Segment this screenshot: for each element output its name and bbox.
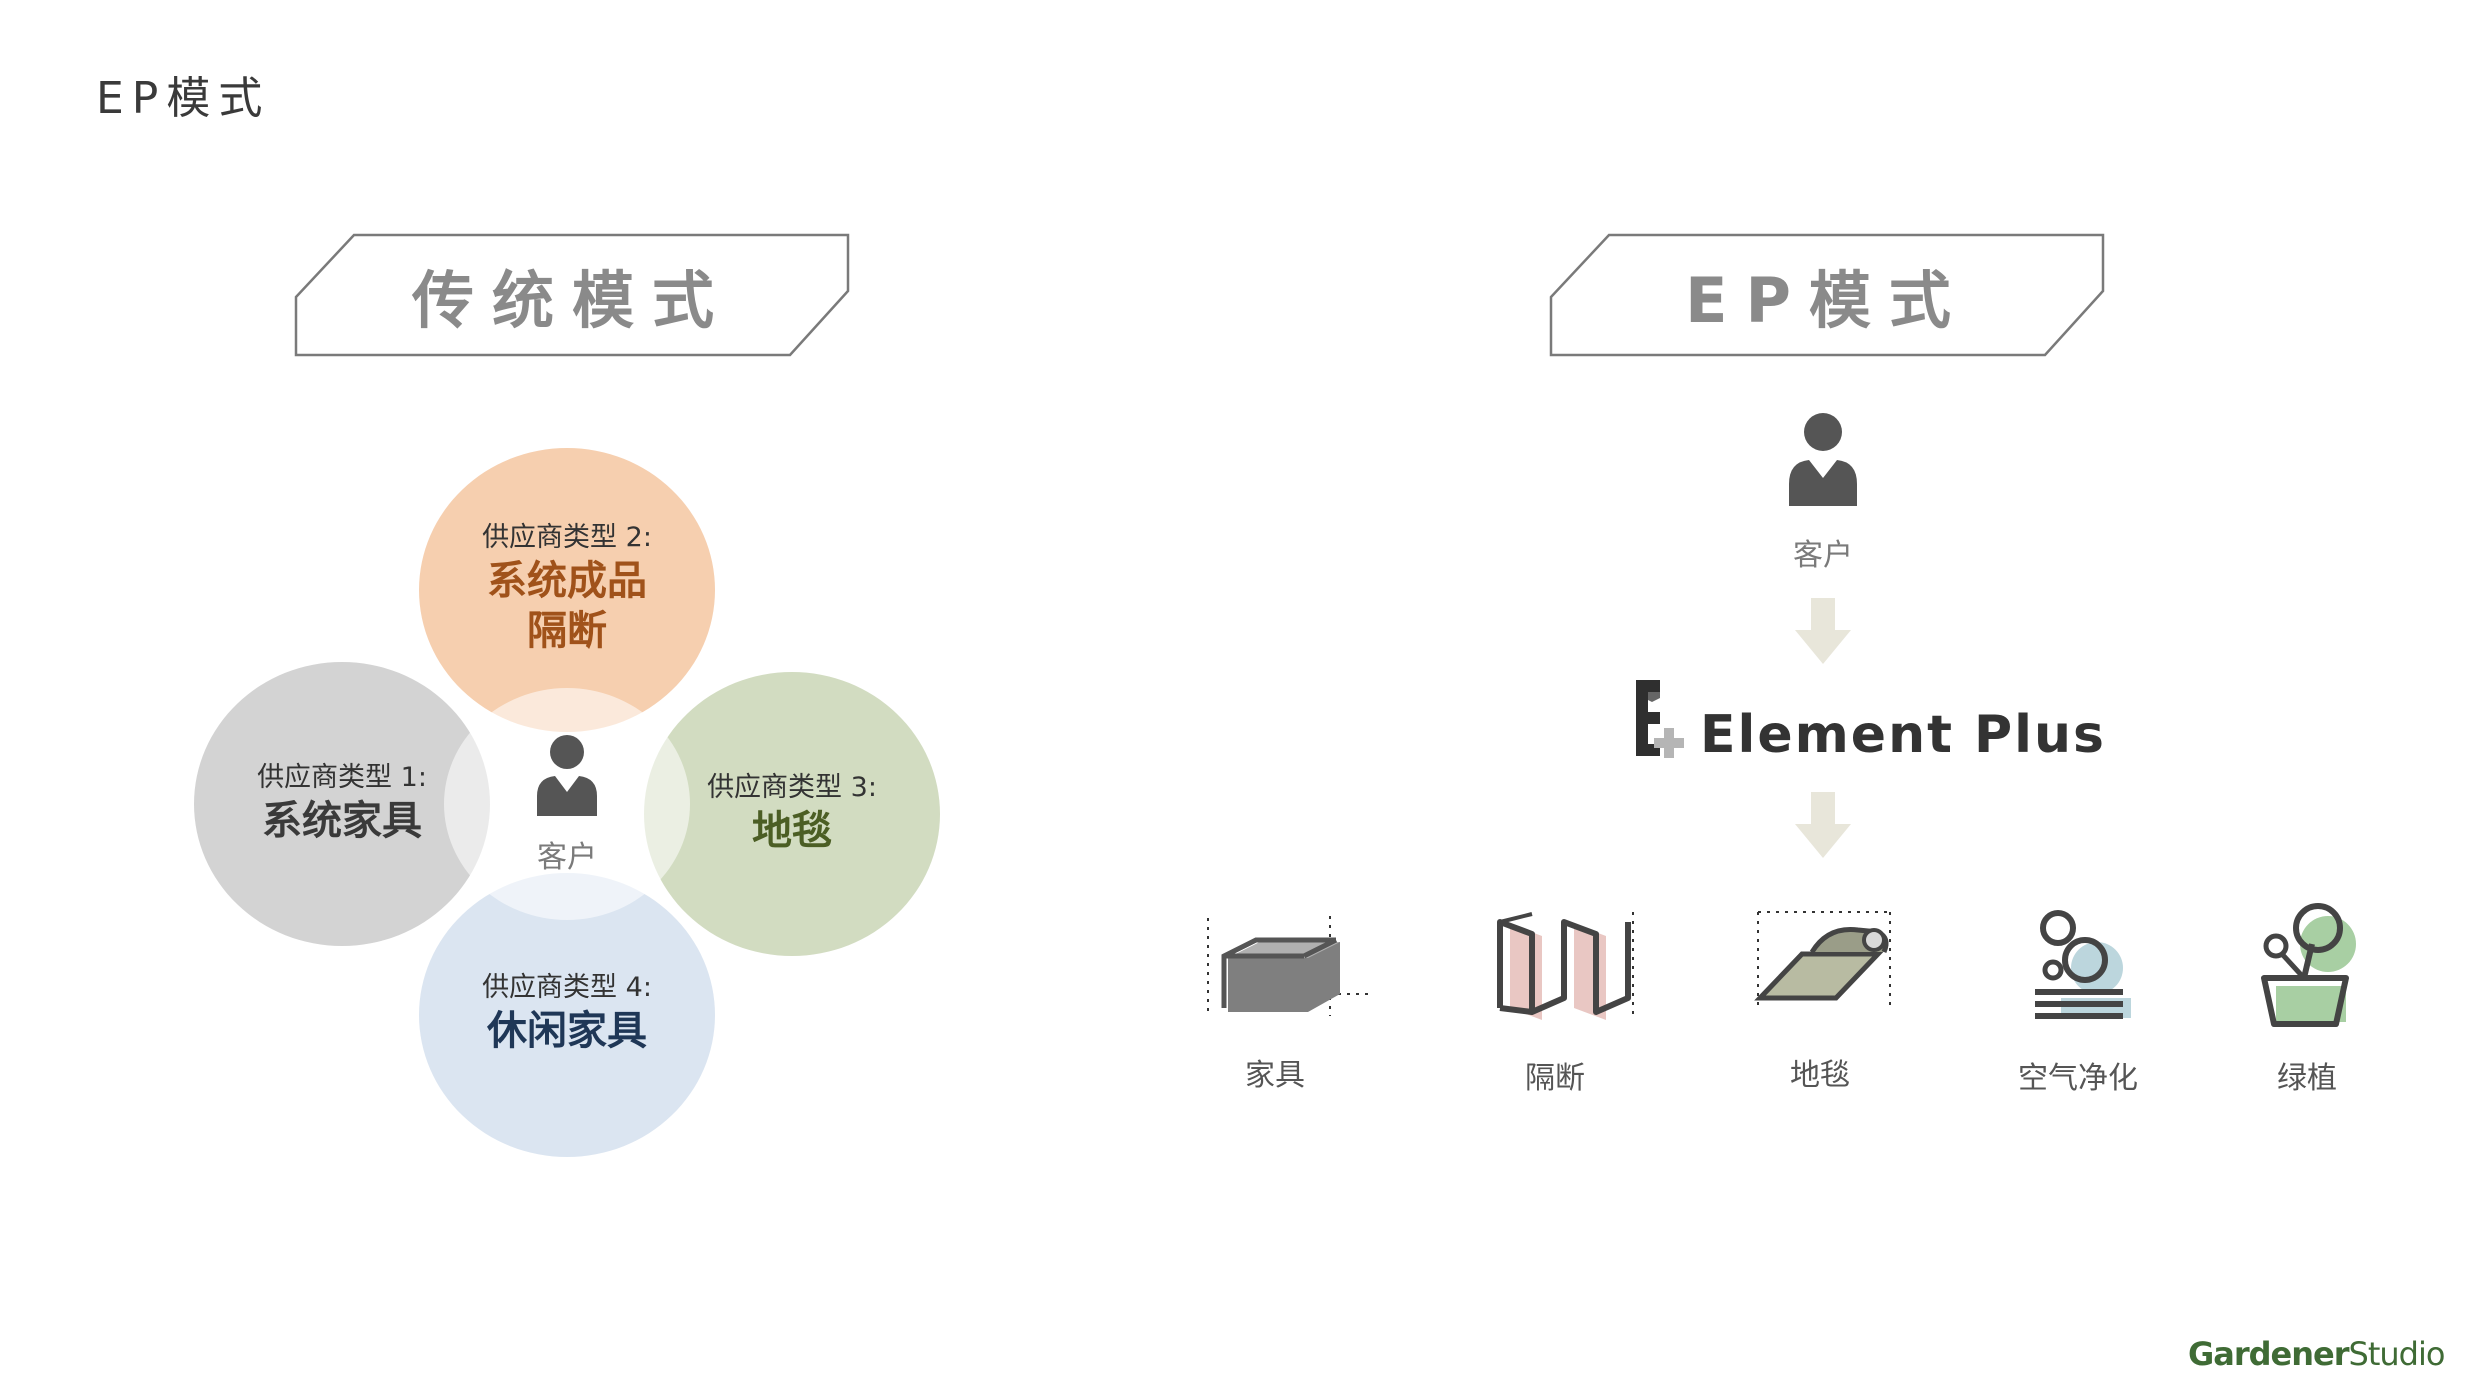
element-plus-brand: Element Plus — [1700, 705, 2106, 765]
footer-brand-logo: GardenerStudio — [2188, 1335, 2446, 1373]
product-label-partition: 隔断 — [1525, 1061, 1585, 1096]
element-plus-logo-icon — [1630, 678, 1690, 766]
supplier-1-type: 供应商类型 1: — [257, 762, 427, 793]
supplier-petal-3 — [644, 672, 940, 956]
supplier-1-text: 供应商类型 1: 系统家具 — [194, 760, 490, 846]
down-arrow-icon — [1795, 598, 1851, 668]
air-purifier-icon — [2025, 906, 2135, 1030]
potted-plant-icon — [2256, 902, 2366, 1036]
supplier-4-name: 休闲家具 — [487, 1008, 647, 1054]
carpet-roll-icon — [1748, 906, 1898, 1020]
supplier-petal-1 — [194, 662, 490, 946]
supplier-3-text: 供应商类型 3: 地毯 — [664, 770, 920, 856]
footer-brand-light: Studio — [2348, 1335, 2446, 1373]
supplier-1-name: 系统家具 — [262, 798, 422, 844]
supplier-2-type: 供应商类型 2: — [482, 522, 652, 553]
folding-partition-icon — [1488, 908, 1638, 1030]
ep-client-label: 客户 — [1793, 538, 1853, 573]
ep-banner: EP模式 — [1549, 233, 2105, 357]
product-label-air-purifier: 空气净化 — [2018, 1061, 2138, 1096]
product-label-furniture: 家具 — [1245, 1058, 1305, 1093]
slide-title: EP模式 — [96, 73, 271, 124]
product-label-carpet: 地毯 — [1790, 1058, 1850, 1093]
supplier-3-type: 供应商类型 3: — [707, 772, 877, 803]
supplier-4-text: 供应商类型 4: 休闲家具 — [419, 970, 715, 1056]
supplier-2-text: 供应商类型 2: 系统成品 隔断 — [419, 520, 715, 656]
down-arrow-icon — [1795, 792, 1851, 862]
person-icon — [1785, 412, 1861, 512]
supplier-4-type: 供应商类型 4: — [482, 972, 652, 1003]
supplier-2-name: 系统成品 隔断 — [487, 558, 647, 654]
traditional-banner-label: 传统模式 — [411, 264, 732, 337]
ep-banner-label: EP模式 — [1685, 264, 1969, 337]
center-client-label: 客户 — [537, 840, 597, 875]
supplier-petal-2 — [419, 448, 715, 732]
supplier-3-name: 地毯 — [752, 808, 832, 854]
supplier-petal-4 — [419, 873, 715, 1157]
banner-frame-shape — [294, 233, 850, 357]
person-icon — [533, 734, 601, 822]
furniture-box-icon — [1200, 912, 1370, 1026]
traditional-banner: 传统模式 — [294, 233, 850, 357]
product-label-plant: 绿植 — [2277, 1061, 2337, 1096]
footer-brand-bold: Gardener — [2188, 1335, 2350, 1373]
banner-frame-shape — [1549, 233, 2105, 357]
